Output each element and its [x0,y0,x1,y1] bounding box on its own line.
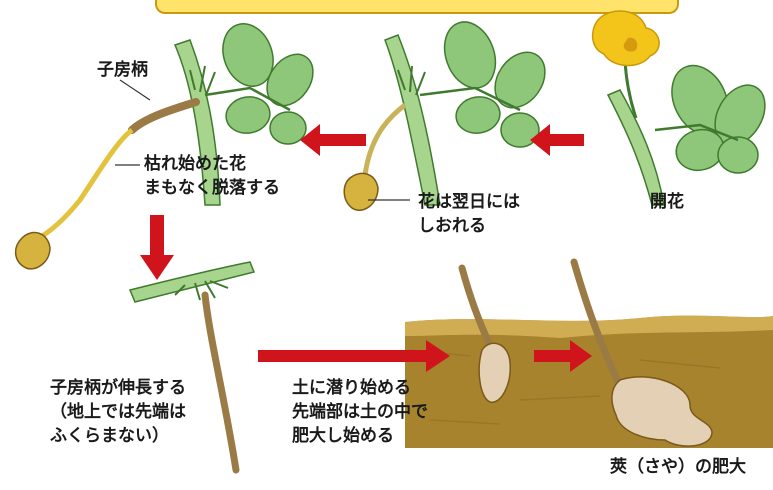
label-withers-line2: しおれる [418,214,520,238]
label-withers: 花は翌日には しおれる [418,190,520,238]
label-withers-line1: 花は翌日には [418,190,520,214]
label-pod: 莢（さや）の肥大 [610,455,746,479]
plant-withering [344,15,555,210]
label-soil-line2: 先端部は土の中で [292,400,428,424]
plant-dropping [16,17,323,269]
label-soil-line1: 土に潜り始める [292,376,428,400]
label-wilting-line2: まもなく脱落する [144,176,280,200]
label-soil-line3: 肥大し始める [292,424,428,448]
label-elongates: 子房柄が伸長する （地上では先端は ふくらまない） [50,376,186,448]
label-elongates-line2: （地上では先端は [50,400,186,424]
label-wilting-line1: 枯れ始めた花 [144,152,280,176]
arrow-down [140,215,174,280]
label-soil: 土に潜り始める 先端部は土の中で 肥大し始める [292,376,428,448]
label-elongates-line1: 子房柄が伸長する [50,376,186,400]
label-gynophore: 子房柄 [97,58,148,82]
plant-flowering [593,11,773,205]
label-wilting-flower: 枯れ始めた花 まもなく脱落する [144,152,280,200]
arrow-left-2 [300,124,366,156]
label-bloom: 開花 [650,190,684,214]
soil-block [405,316,773,448]
label-elongates-line3: ふくらまない） [50,424,186,448]
